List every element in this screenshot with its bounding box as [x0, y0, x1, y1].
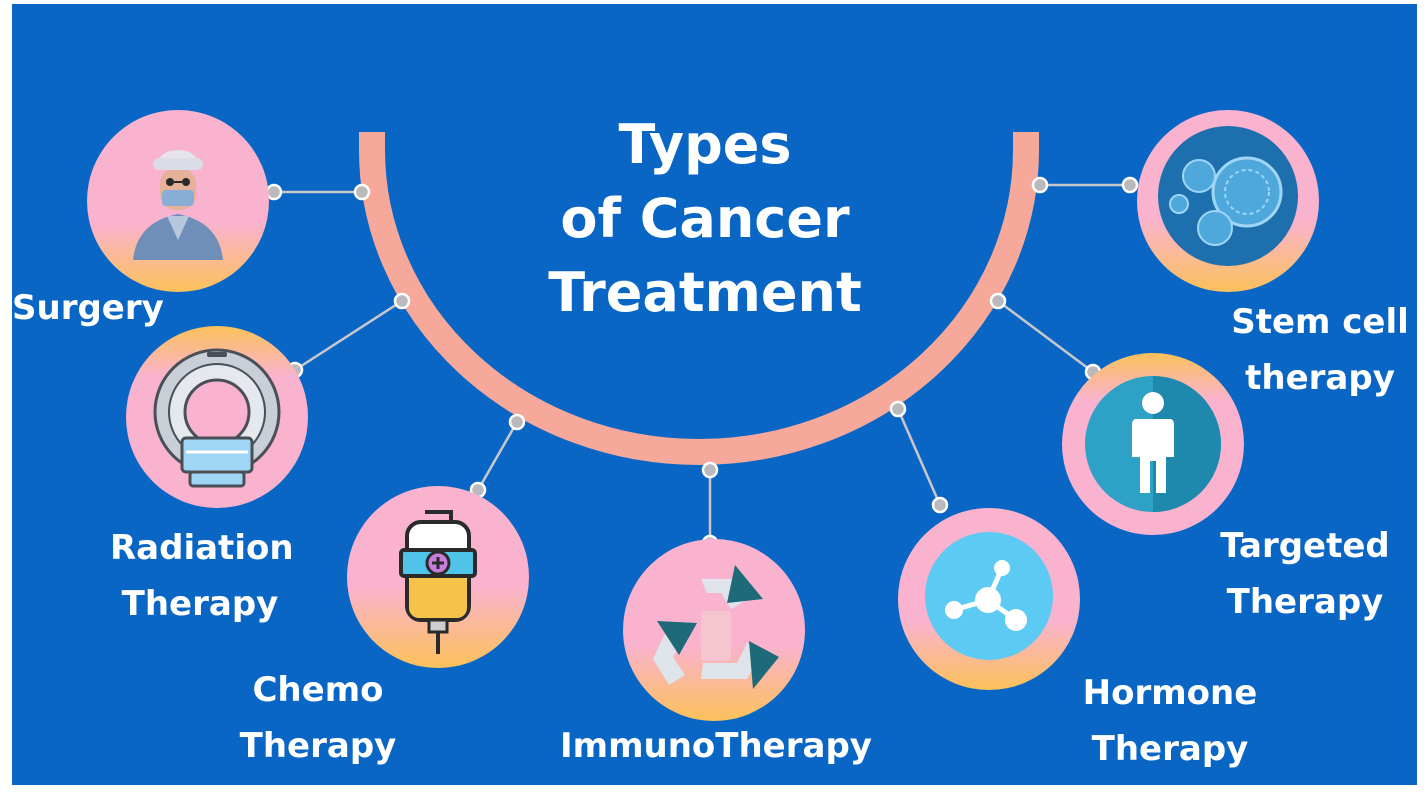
node-dot — [889, 400, 907, 418]
title-line-2: of Cancer — [560, 187, 850, 250]
surgery-label: Surgery — [12, 288, 164, 328]
node-dot — [1121, 176, 1139, 194]
chemo-circle — [347, 486, 529, 668]
molecule-icon — [925, 532, 1053, 660]
mri-scanner-icon — [153, 348, 281, 488]
diagram-title: Types of Cancer Treatment — [500, 108, 910, 330]
title-line-1: Types — [618, 113, 792, 176]
hormone-label: Hormone Therapy — [1082, 673, 1258, 769]
node-dot — [393, 292, 411, 310]
node-dot — [931, 496, 949, 514]
connector-chemo — [476, 421, 519, 491]
central-arc — [359, 132, 1039, 465]
immuno-label: ImmunoTherapy — [560, 726, 872, 766]
stemcell-circle — [1137, 110, 1319, 292]
person-icon — [1085, 376, 1221, 512]
node-dot — [508, 413, 526, 431]
node-dot — [1031, 176, 1049, 194]
targeted-label: Targeted Therapy — [1220, 526, 1390, 622]
immuno-circle — [623, 539, 805, 721]
iv-bag-icon — [399, 510, 477, 654]
connector-hormone — [896, 408, 942, 506]
node-dot — [989, 292, 1007, 310]
targeted-circle — [1062, 353, 1244, 535]
node-dot — [701, 461, 719, 479]
recycle-icon — [653, 565, 779, 689]
stemcell-label: Stem cell therapy — [1231, 302, 1409, 398]
radiation-label: Radiation Therapy — [110, 528, 294, 624]
title-line-3: Treatment — [548, 261, 862, 324]
cells-icon — [1158, 126, 1298, 266]
radiation-circle — [126, 326, 308, 508]
node-dot — [265, 183, 283, 201]
surgeon-icon — [133, 150, 223, 260]
connector-radiation — [294, 299, 403, 372]
surgery-circle — [87, 110, 269, 292]
chemo-label: Chemo Therapy — [239, 670, 397, 766]
connector-targeted — [997, 299, 1094, 374]
node-dot — [353, 183, 371, 201]
hormone-circle — [898, 508, 1080, 690]
